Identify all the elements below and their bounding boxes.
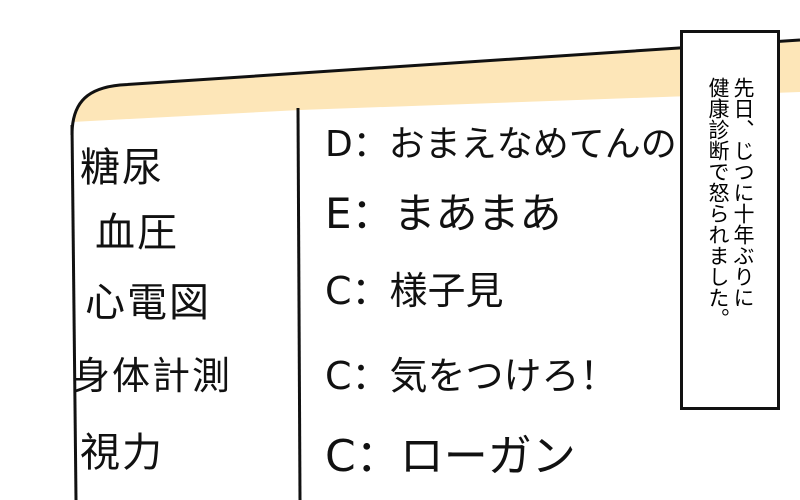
card-header-band <box>72 40 800 135</box>
checkup-result-blood-pressure: E：まあまあ <box>325 189 562 238</box>
card-top-border <box>70 38 800 136</box>
card-left-border <box>70 124 78 500</box>
checkup-item-blood-pressure: 血圧 <box>95 210 179 256</box>
caption-line-1: 先日、じつに十年ぶりに <box>731 77 755 308</box>
column-divider <box>296 107 302 500</box>
narration-caption-box: 先日、じつに十年ぶりに 健康診断で怒られました。 <box>680 30 780 410</box>
checkup-item-diabetes: 糖尿 <box>80 145 164 191</box>
caption-line-2: 健康診断で怒られました。 <box>706 77 730 329</box>
checkup-result-body-measurement: C：気をつけろ！ <box>325 354 618 398</box>
checkup-item-ecg: 心電図 <box>85 280 211 326</box>
checkup-result-ecg: C：様子見 <box>325 269 504 313</box>
checkup-result-diabetes: D：おまえなめてんの <box>325 124 677 165</box>
checkup-item-body-measurement: 身体計測 <box>72 354 233 398</box>
checkup-item-vision: 視力 <box>80 430 164 476</box>
checkup-result-vision: C：ローガン <box>325 431 576 482</box>
